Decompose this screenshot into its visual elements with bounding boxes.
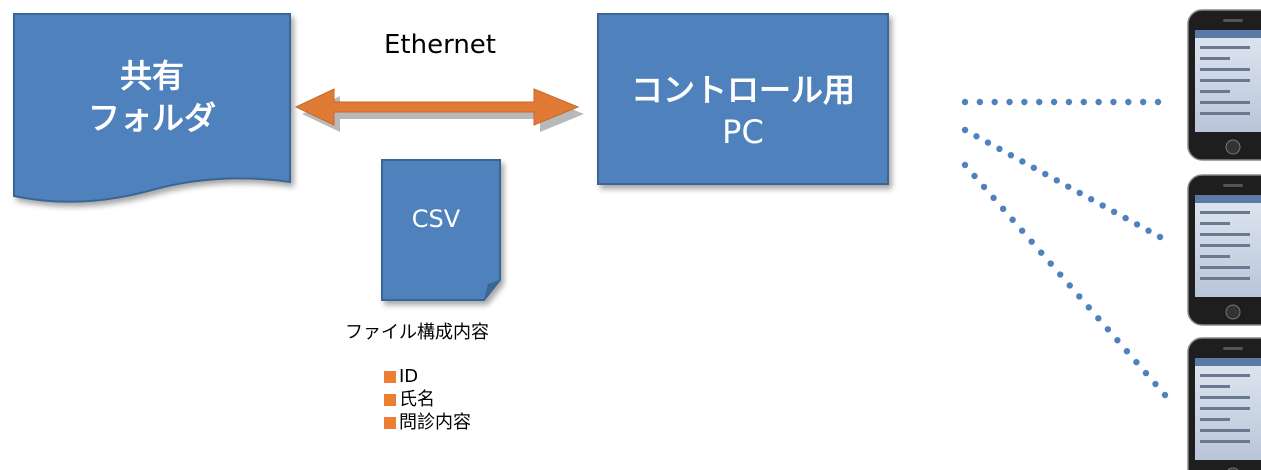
link-dot: [1087, 196, 1095, 203]
link-dot: [1021, 98, 1028, 106]
bullet-icon: [384, 370, 396, 383]
link-dot: [1114, 337, 1121, 344]
bullet-icon: [384, 393, 396, 406]
link-dot: [1057, 271, 1064, 278]
link-dot: [1123, 347, 1131, 355]
link-dot: [1154, 98, 1162, 106]
shared-folder-label-line1: 共有: [119, 57, 184, 95]
link-dot: [1099, 202, 1106, 209]
link-dot: [961, 161, 969, 169]
link-dot: [1047, 260, 1054, 267]
smartphone-icon: [1187, 9, 1261, 161]
link-dot: [1156, 233, 1164, 241]
link-dot: [1053, 177, 1060, 184]
link-dot: [1080, 98, 1087, 106]
link-dot: [1122, 214, 1129, 222]
link-dot: [1076, 293, 1083, 300]
control-pc-label-line2: PC: [722, 112, 764, 151]
link-dot: [1125, 98, 1132, 106]
link-dot: [1110, 98, 1117, 106]
link-dot: [996, 145, 1003, 153]
link-dot: [1030, 164, 1038, 171]
list-item: 氏名: [384, 388, 471, 411]
list-item: ID: [384, 365, 471, 388]
link-to-phone-1: [961, 98, 1162, 106]
link-dot: [1065, 183, 1072, 190]
link-dot: [1085, 304, 1093, 311]
link-dot: [1018, 227, 1026, 234]
list-item: 問診内容: [384, 411, 471, 434]
link-dot: [971, 172, 978, 180]
link-dot: [973, 133, 980, 140]
link-dot: [980, 183, 988, 191]
link-dot: [1050, 98, 1058, 106]
csv-file-fold: [484, 280, 500, 300]
link-dot: [961, 98, 969, 106]
csv-file-label: CSV: [411, 205, 461, 233]
link-dot: [1076, 189, 1083, 197]
shared-folder-shape: [13, 13, 291, 203]
link-dot: [1161, 391, 1169, 399]
link-dot: [1152, 380, 1159, 388]
smartphone-icon: [1187, 337, 1261, 470]
link-dot: [1139, 98, 1147, 106]
bullet-icon: [384, 416, 396, 429]
link-dot: [1133, 221, 1141, 228]
link-dot: [999, 205, 1007, 213]
shared-folder-label: 共有 フォルダ: [14, 56, 290, 139]
link-dot: [1142, 369, 1150, 377]
file-contents-title: ファイル構成内容: [345, 322, 489, 343]
link-dot: [1133, 358, 1140, 366]
link-dot: [1009, 216, 1016, 223]
list-item-label: 問診内容: [399, 412, 471, 433]
link-dot: [1095, 315, 1102, 322]
control-pc-label-line1: コントロール用: [630, 71, 855, 109]
control-pc-box: [597, 13, 889, 185]
link-dot: [1036, 98, 1043, 106]
link-dot: [1007, 151, 1015, 159]
list-item-label: 氏名: [399, 389, 435, 410]
control-pc-label: コントロール用 PC: [598, 70, 888, 153]
link-dot: [1065, 98, 1073, 106]
link-dot: [976, 98, 984, 106]
ethernet-label: Ethernet: [384, 30, 496, 60]
link-dot: [961, 126, 969, 134]
link-dot: [1066, 282, 1073, 289]
link-dot: [1037, 249, 1045, 256]
link-to-phone-2: [961, 126, 1164, 241]
link-dot: [1145, 227, 1152, 234]
link-dot: [1019, 158, 1026, 165]
link-dot: [1042, 170, 1049, 178]
link-dot: [991, 98, 998, 106]
link-dot: [1110, 208, 1118, 216]
wireless-links: [961, 98, 1169, 399]
list-item-label: ID: [399, 366, 419, 387]
link-dot: [984, 139, 992, 146]
smartphone-icon: [1187, 174, 1261, 326]
link-dot: [1095, 98, 1102, 106]
link-dot: [990, 194, 997, 202]
link-dot: [1104, 326, 1112, 333]
link-to-phone-3: [961, 161, 1169, 399]
ethernet-arrow: [294, 88, 584, 132]
link-dot: [1006, 98, 1013, 106]
link-dot: [1028, 238, 1035, 245]
shared-folder-label-line2: フォルダ: [87, 98, 216, 137]
file-contents-list: ID 氏名 問診内容: [384, 365, 471, 434]
